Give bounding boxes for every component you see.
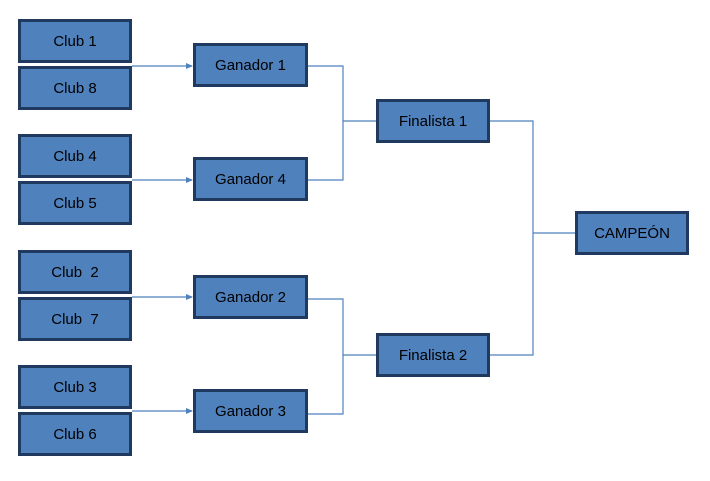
- club-box-3: Club 3: [18, 365, 132, 409]
- finalist-box-2: Finalista 2: [376, 333, 490, 377]
- winner-box-3: Ganador 3: [193, 389, 308, 433]
- arrowhead-ganador4: [186, 177, 193, 183]
- club-box-4: Club 4: [18, 134, 132, 178]
- club-box-1: Club 1: [18, 19, 132, 63]
- club-box-5: Club 5: [18, 181, 132, 225]
- connector-ganador1-4-to-finalista1: [308, 65, 344, 181]
- connector-ganador2-3-to-finalista2: [308, 298, 344, 415]
- finalist-box-1: Finalista 1: [376, 99, 490, 143]
- arrowhead-ganador2: [186, 294, 193, 300]
- winner-box-4: Ganador 4: [193, 157, 308, 201]
- winner-box-2: Ganador 2: [193, 275, 308, 319]
- arrowhead-ganador3: [186, 408, 193, 414]
- club-box-2: Club 2: [18, 250, 132, 294]
- winner-box-1: Ganador 1: [193, 43, 308, 87]
- club-box-6: Club 6: [18, 412, 132, 456]
- champion-box: CAMPEÓN: [575, 211, 689, 255]
- arrowhead-ganador1: [186, 63, 193, 69]
- club-box-7: Club 7: [18, 297, 132, 341]
- club-box-8: Club 8: [18, 66, 132, 110]
- connector-finalists-to-campeon: [490, 120, 534, 356]
